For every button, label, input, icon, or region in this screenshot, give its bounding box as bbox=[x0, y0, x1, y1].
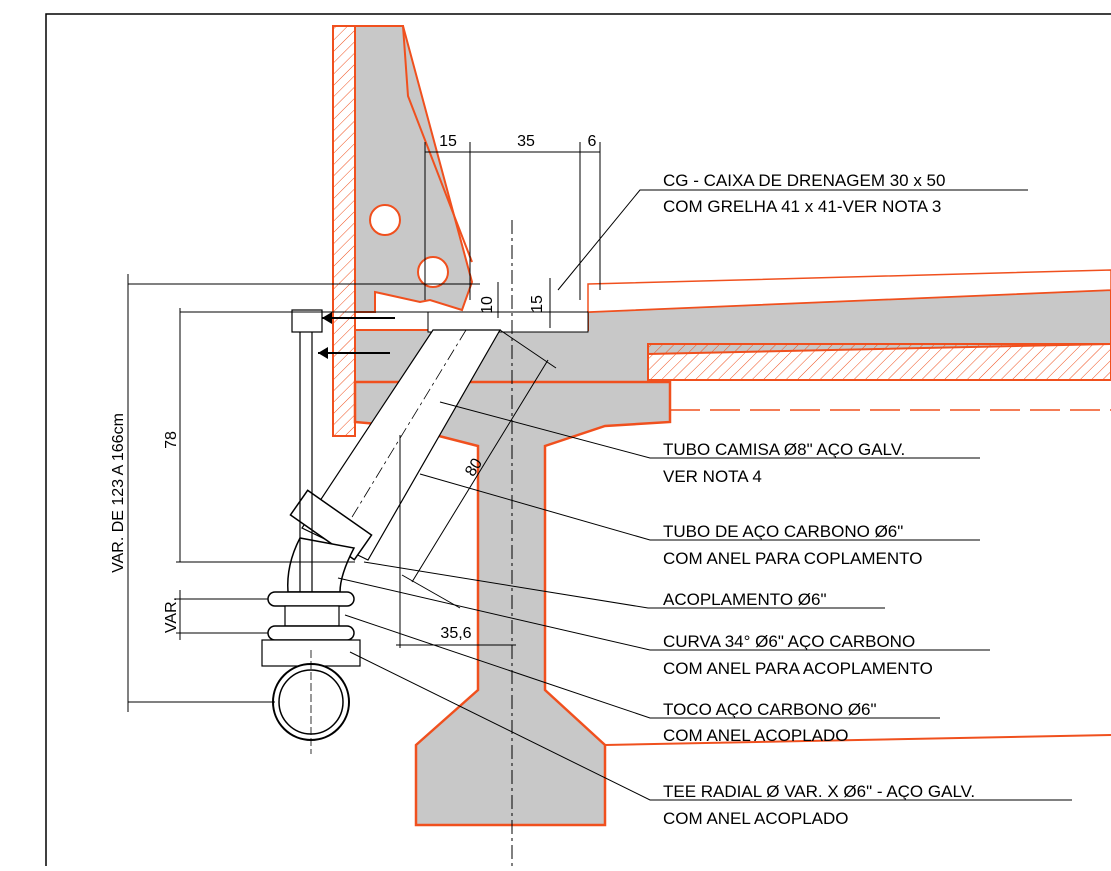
dim-10: 10 bbox=[479, 296, 496, 314]
dimension-lines bbox=[127, 142, 601, 712]
callout-tubo-aco-2: COM ANEL PARA COPLAMENTO bbox=[663, 549, 922, 568]
anchor-plate-1 bbox=[291, 309, 323, 333]
dim-80: 80 bbox=[462, 455, 486, 479]
callout-tubo-camisa-2: VER NOTA 4 bbox=[663, 467, 762, 486]
dim-var-range: VAR. DE 123 A 166cm bbox=[110, 413, 127, 573]
parapet-hole-upper bbox=[369, 204, 401, 236]
dim-78: 78 bbox=[163, 431, 180, 449]
callout-toco-1: TOCO AÇO CARBONO Ø6" bbox=[663, 700, 877, 719]
callout-tee-1: TEE RADIAL Ø VAR. X Ø6" - AÇO GALV. bbox=[663, 782, 975, 801]
anchor-arrow-1 bbox=[322, 312, 332, 324]
callout-toco-2: COM ANEL ACOPLADO bbox=[663, 726, 848, 745]
callout-tee-2: COM ANEL ACOPLADO bbox=[663, 809, 848, 828]
parapet-concrete bbox=[354, 25, 474, 313]
parapet-outline bbox=[355, 25, 473, 263]
callout-tubo-aco-1: TUBO DE AÇO CARBONO Ø6" bbox=[663, 522, 903, 541]
sleeve-pipe bbox=[301, 329, 502, 561]
drainage-box bbox=[427, 311, 589, 333]
stub-ring-1 bbox=[267, 591, 355, 607]
pavement-layer bbox=[587, 269, 1111, 313]
dim-35-6: 35,6 bbox=[440, 625, 471, 642]
parapet-hatch bbox=[332, 25, 356, 437]
coupling bbox=[289, 489, 373, 561]
parapet-hole-lower bbox=[417, 256, 449, 288]
dim-15-vertical: 15 bbox=[529, 295, 546, 313]
callout-acoplamento: ACOPLAMENTO Ø6" bbox=[663, 590, 826, 609]
callout-caixa-2: COM GRELHA 41 x 41-VER NOTA 3 bbox=[663, 197, 941, 216]
stub-pipe bbox=[284, 605, 340, 627]
anchor-arrow-2 bbox=[318, 347, 328, 359]
slab-hatch-strip bbox=[647, 343, 1111, 381]
dim-var: VAR. bbox=[163, 597, 180, 633]
drawing-frame bbox=[45, 13, 1111, 871]
curve-34 bbox=[287, 537, 356, 593]
callout-curva-1: CURVA 34° Ø6" AÇO CARBONO bbox=[663, 632, 915, 651]
callout-tubo-camisa-1: TUBO CAMISA Ø8" AÇO GALV. bbox=[663, 440, 905, 459]
dim-top-35: 35 bbox=[517, 133, 535, 150]
callout-caixa-1: CG - CAIXA DE DRENAGEM 30 x 50 bbox=[663, 171, 945, 190]
dim-top-6: 6 bbox=[588, 133, 597, 150]
beam-leader bbox=[604, 734, 1111, 746]
dim-top-15: 15 bbox=[439, 133, 457, 150]
stub-ring-2 bbox=[267, 625, 355, 641]
leader-lines bbox=[337, 189, 1072, 801]
callout-curva-2: COM ANEL PARA ACOPLAMENTO bbox=[663, 659, 933, 678]
